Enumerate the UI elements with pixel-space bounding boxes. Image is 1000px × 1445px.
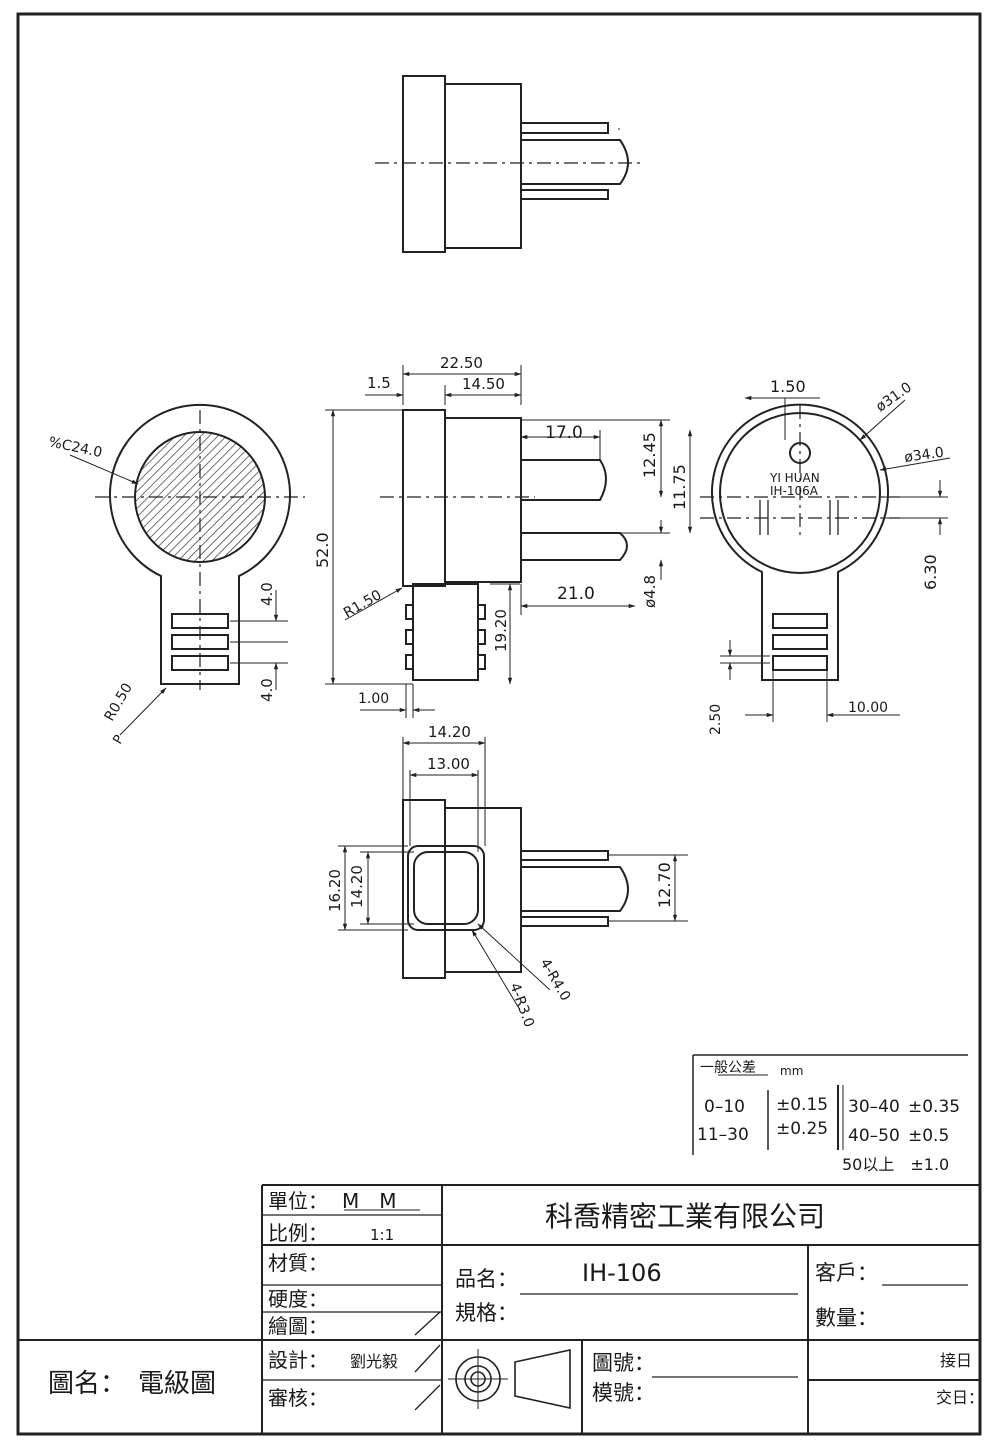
tol-row1-range2: 30–40 xyxy=(848,1097,900,1117)
customer-label: 客戶： xyxy=(815,1261,878,1285)
title-block-grid xyxy=(18,1184,980,1434)
dim-4-r4: 4-R4.0 xyxy=(537,956,574,1004)
front-view-left xyxy=(69,403,305,736)
dim-4-top: 4.0 xyxy=(258,582,276,606)
design-label: 設計： xyxy=(268,1348,328,1372)
dim-10-00: 10.00 xyxy=(848,700,888,716)
tolerance-unit: mm xyxy=(780,1064,803,1078)
hardness-label: 硬度： xyxy=(268,1287,328,1311)
tol-extra: 50以上 ±1.0 xyxy=(842,1155,949,1174)
review-label: 審核： xyxy=(268,1386,328,1410)
dim-16-20: 16.20 xyxy=(326,869,344,912)
unit-value: M M xyxy=(342,1189,397,1213)
unit-label: 單位： xyxy=(268,1189,328,1213)
label-yi-huan: YI HUAN xyxy=(769,471,820,485)
delivered-date-label: 交日： xyxy=(936,1388,984,1407)
dim-p-mark: P xyxy=(110,733,127,747)
projection-symbol-icon xyxy=(448,1349,571,1409)
spec-label: 規格： xyxy=(455,1301,518,1325)
tol-row2-tol: ±0.25 xyxy=(776,1119,828,1139)
dim-1-00: 1.00 xyxy=(358,691,389,707)
dim-phi-34: ø34.0 xyxy=(903,445,945,466)
material-label: 材質： xyxy=(268,1251,328,1275)
product-value: IH-106 xyxy=(582,1259,662,1287)
scale-value: 1:1 xyxy=(370,1226,394,1244)
dim-4-bottom: 4.0 xyxy=(258,678,276,702)
dim-1-50-back: 1.50 xyxy=(770,377,806,396)
drawing-title-value: 電級圖 xyxy=(138,1369,216,1399)
bottom-view xyxy=(338,737,688,1011)
dim-r050: R0.50 xyxy=(102,681,136,724)
tol-row2-tol2: ±0.5 xyxy=(908,1126,949,1146)
tolerance-table xyxy=(692,1054,968,1155)
dim-12-70: 12.70 xyxy=(655,862,674,908)
dim-13-00: 13.00 xyxy=(427,755,470,773)
dim-52-0: 52.0 xyxy=(313,532,332,568)
drawing-no-label: 圖號： xyxy=(592,1351,655,1375)
dim-11-75: 11.75 xyxy=(670,464,689,510)
dim-14-20-top: 14.20 xyxy=(428,723,471,741)
quantity-label: 數量： xyxy=(815,1306,878,1330)
dim-6-30: 6.30 xyxy=(921,554,940,590)
tolerance-header: 一般公差 xyxy=(700,1060,756,1076)
drawing-title-label: 圖名： xyxy=(48,1369,126,1399)
mold-no-label: 模號： xyxy=(592,1381,655,1405)
drawn-label: 繪圖： xyxy=(268,1314,328,1338)
tol-row1-tol2: ±0.35 xyxy=(908,1097,960,1117)
dim-17-0: 17.0 xyxy=(545,423,583,443)
dim-21-0: 21.0 xyxy=(557,584,595,604)
dim-19-20: 19.20 xyxy=(492,609,510,652)
dim-4-r3: 4-R3.0 xyxy=(506,981,537,1030)
center-side-view xyxy=(325,365,693,718)
product-label: 品名： xyxy=(455,1267,518,1291)
dim-r1-50: R1.50 xyxy=(341,587,384,621)
dim-12-45: 12.45 xyxy=(640,432,659,478)
dim-14-50: 14.50 xyxy=(462,375,505,393)
tol-row2-range2: 40–50 xyxy=(848,1126,900,1146)
scale-label: 比例： xyxy=(268,1221,328,1245)
back-view-right xyxy=(700,395,951,722)
dim-1-5: 1.5 xyxy=(367,374,391,392)
label-ih106a: IH-106A xyxy=(770,484,819,498)
dim-22-50: 22.50 xyxy=(440,354,483,372)
dim-phi-4-8: ø4.8 xyxy=(641,575,659,608)
tol-row1-tol: ±0.15 xyxy=(776,1095,828,1115)
company-name: 科喬精密工業有限公司 xyxy=(545,1200,825,1233)
tol-row2-range: 11–30 xyxy=(697,1125,749,1145)
designer-name: 劉光毅 xyxy=(350,1352,398,1371)
tol-row1-range: 0–10 xyxy=(704,1097,745,1117)
received-date-label: 接日 xyxy=(940,1351,972,1370)
top-side-view xyxy=(375,75,645,253)
dim-2-50: 2.50 xyxy=(708,704,724,735)
dim-14-20-side: 14.20 xyxy=(348,865,366,908)
